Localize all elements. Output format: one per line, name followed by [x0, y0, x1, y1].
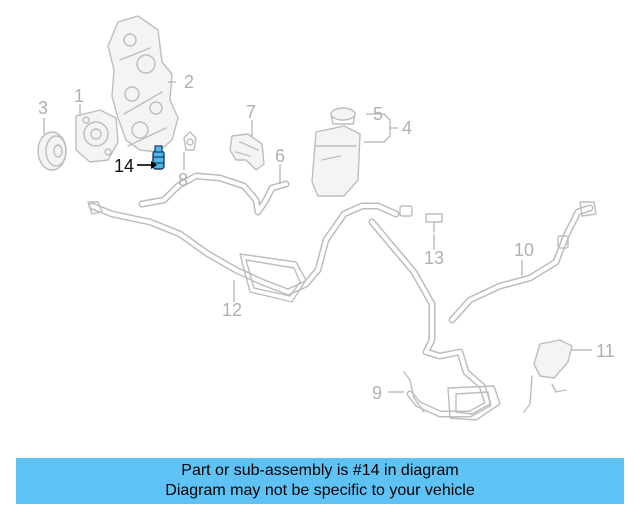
callout-2: 2 [184, 72, 194, 92]
part-7-bracket[interactable] [229, 133, 265, 171]
callout-13: 13 [424, 248, 444, 268]
part-8-clip[interactable] [183, 131, 197, 151]
part-11-bracket[interactable] [523, 339, 573, 413]
callout-5: 5 [373, 104, 383, 124]
part-13-bolt[interactable] [425, 213, 443, 233]
callout-9: 9 [372, 383, 382, 403]
callout-3: 3 [38, 98, 48, 118]
banner-line-2: Diagram may not be specific to your vehi… [165, 482, 475, 499]
leader-14 [137, 161, 157, 169]
callout-14: 14 [114, 156, 134, 176]
callout-4: 4 [402, 118, 412, 138]
part-3-pulley[interactable] [37, 131, 67, 171]
callout-6: 6 [275, 146, 285, 166]
part-2-front-cover[interactable] [107, 15, 179, 153]
callout-10: 10 [514, 240, 534, 260]
info-banner: Part or sub-assembly is #14 in diagram D… [16, 458, 624, 504]
callout-8: 8 [178, 170, 188, 190]
part-10-hose[interactable] [448, 201, 597, 324]
callout-12: 12 [222, 300, 242, 320]
part-1-pump[interactable] [75, 109, 119, 163]
parts-diagram: 2 1 3 7 5 4 6 14 8 10 13 12 11 9 [37, 15, 615, 421]
part-12-hose[interactable] [87, 201, 413, 303]
callout-7: 7 [246, 102, 256, 122]
part-6-hose[interactable] [138, 172, 290, 216]
callout-1: 1 [74, 86, 84, 106]
part-5-reservoir-cap[interactable] [330, 107, 356, 125]
banner-line-1: Part or sub-assembly is #14 in diagram [181, 462, 459, 479]
part-9-cooler[interactable] [368, 218, 501, 421]
part-4-reservoir[interactable] [311, 125, 361, 197]
leader-lines [43, 81, 592, 393]
callout-11: 11 [596, 341, 615, 361]
